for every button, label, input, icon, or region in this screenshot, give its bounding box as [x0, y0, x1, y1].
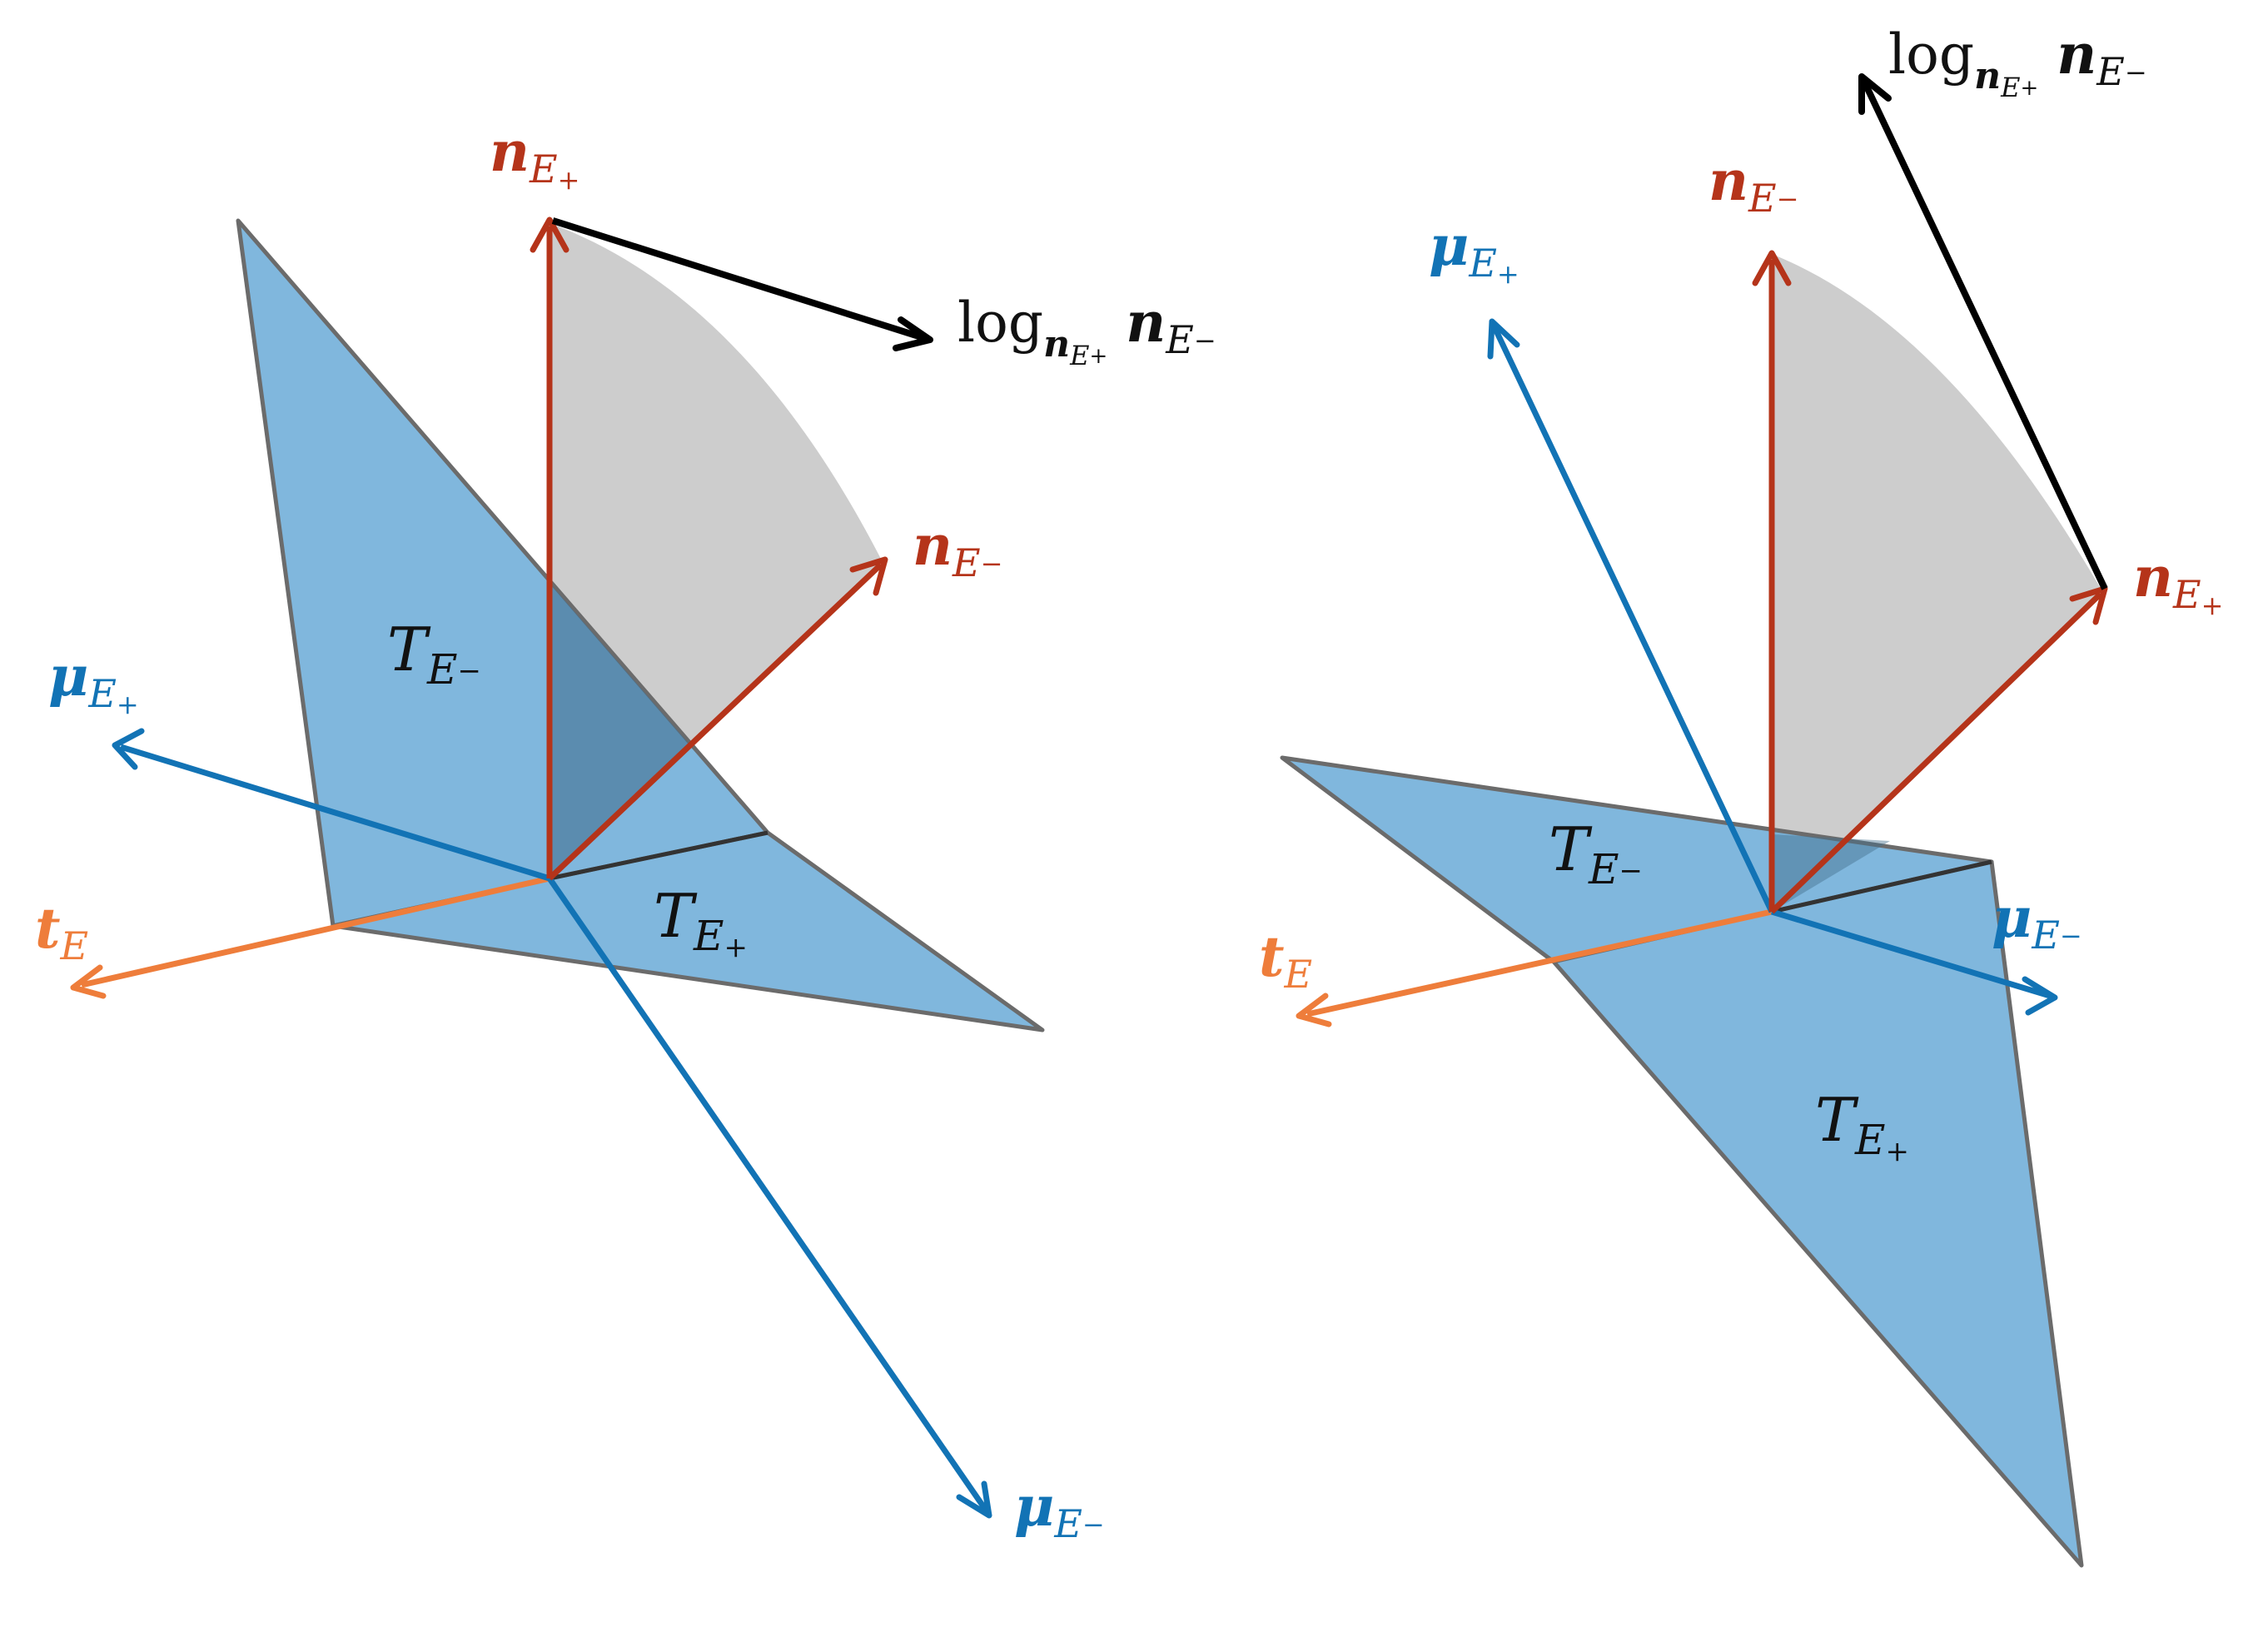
overlap-region-right	[1772, 834, 1890, 912]
label-log-map-left: lognE+nE−	[957, 290, 1216, 371]
label-triangle-minus-left: TE−	[387, 615, 481, 694]
angle-surface-right	[1772, 254, 2102, 912]
normal-top-arrowhead-right	[1752, 250, 1792, 286]
log-map-arrowhead-right	[1858, 73, 1892, 115]
normal-side-vector-left	[547, 562, 883, 881]
normal-side-vector-right	[1769, 591, 2103, 914]
tangent-vector-left	[81, 875, 550, 988]
log-map-arrowhead-left	[893, 316, 933, 351]
label-conormal-upper-right: μE+	[1429, 213, 1519, 290]
normal-top-arrowhead-left	[530, 216, 569, 253]
log-map-vector-left	[551, 217, 926, 341]
label-triangle-plus-right: TE+	[1815, 1085, 1909, 1168]
conormal-upper-vector-left	[119, 744, 551, 882]
tangent-arrowhead-right	[1296, 993, 1332, 1027]
shared-edge-right	[1771, 859, 1992, 914]
normal-side-arrowhead-right	[2069, 585, 2108, 625]
label-conormal-lower-right: μE−	[1992, 885, 2082, 958]
panel-left: nE+ nE− lognE+nE− μE+ μE− tE TE− TE+	[35, 119, 1216, 1546]
label-conormal-lower-left: μE−	[1014, 1474, 1105, 1546]
label-conormal-upper-left: μE+	[48, 644, 139, 720]
tangent-arrowhead-left	[70, 964, 107, 999]
label-normal-top-left: nE+	[490, 119, 579, 196]
tangent-vector-right	[1306, 908, 1773, 1018]
label-tangent-left: tE	[35, 896, 88, 968]
triangle-T-E-plus-right	[1551, 859, 2084, 1568]
conormal-upper-arrowhead-right	[1487, 318, 1520, 360]
label-normal-side-left: nE−	[913, 513, 1002, 585]
label-triangle-plus-left: TE+	[654, 881, 748, 964]
conormal-lower-vector-right	[1770, 908, 2052, 999]
label-normal-side-right: nE+	[2133, 545, 2223, 621]
conormal-lower-vector-left	[547, 877, 989, 1513]
conormal-upper-vector-right	[1491, 326, 1775, 913]
panel-right: lognE+nE− nE− nE+ μE+ μE− tE TE− TE+	[1259, 22, 2223, 1568]
label-normal-top-right: nE−	[1708, 148, 1798, 221]
label-tangent-right: tE	[1259, 924, 1312, 997]
overlap-region-left	[550, 583, 691, 878]
conormal-lower-arrowhead-right	[2022, 976, 2058, 1016]
conormal-upper-arrowhead-left	[112, 728, 145, 770]
label-triangle-minus-right: TE−	[1549, 814, 1643, 893]
conormal-lower-arrowhead-left	[956, 1480, 992, 1519]
shared-edge-left	[549, 830, 768, 881]
log-map-vector-right	[1862, 82, 2108, 590]
normal-side-arrowhead-left	[849, 556, 888, 596]
label-log-map-right: lognE+nE−	[1888, 22, 2147, 103]
